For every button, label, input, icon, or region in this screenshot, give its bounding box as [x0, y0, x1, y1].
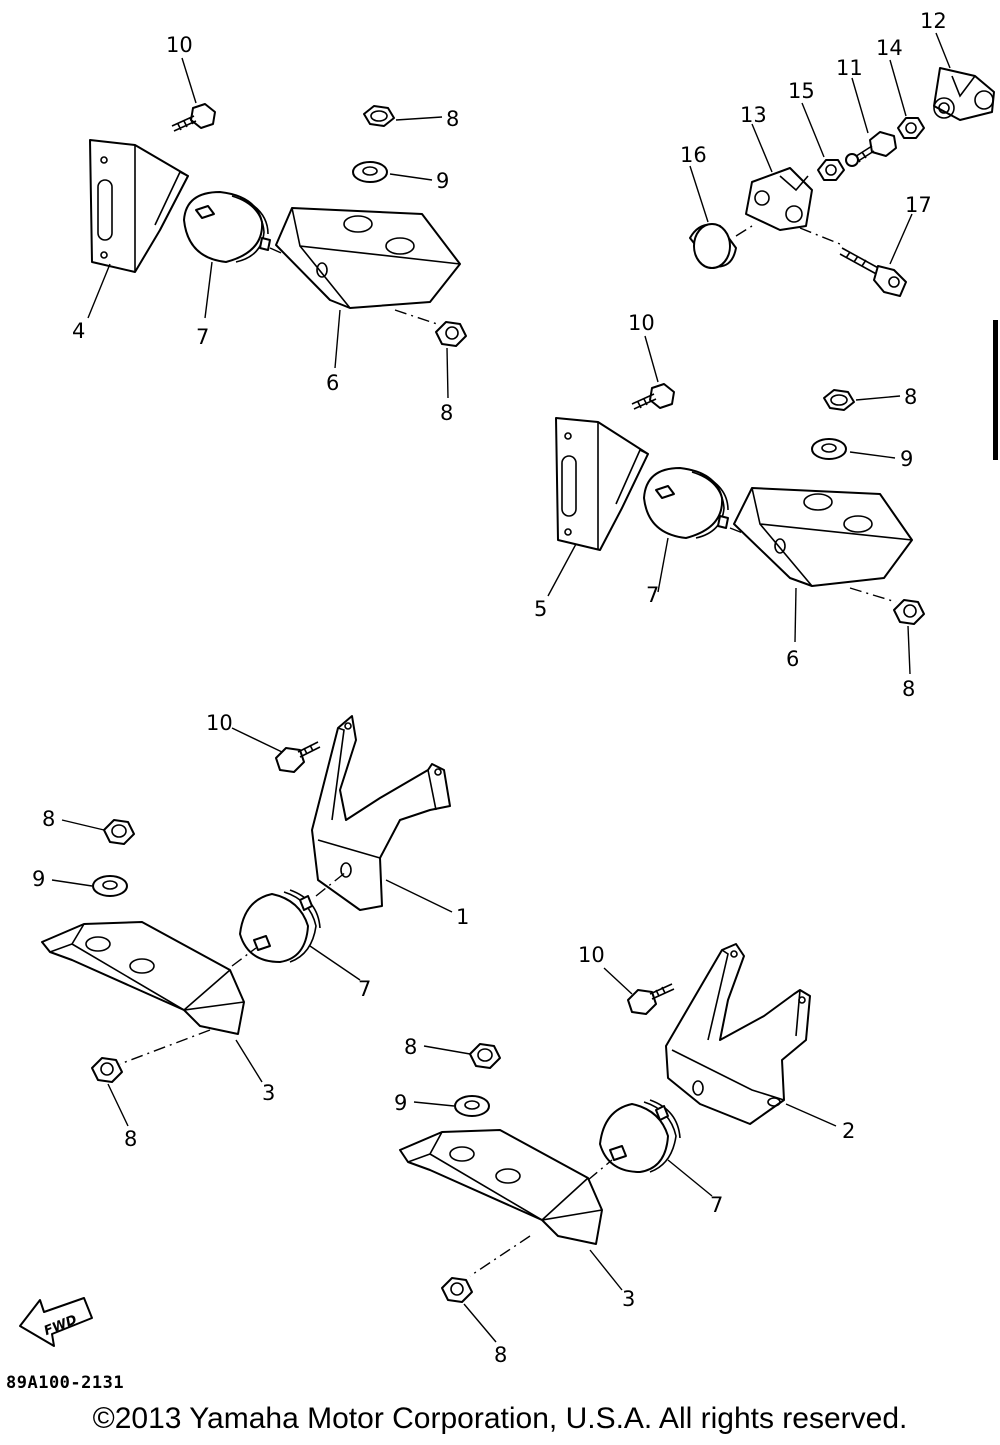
- nut-part: [817, 159, 845, 181]
- callout-label: 16: [680, 143, 707, 167]
- nut-part: [893, 599, 925, 625]
- mount-assembly-bottom-right: [399, 943, 837, 1343]
- callout-label: 8: [904, 385, 917, 409]
- nut-part: [103, 819, 135, 845]
- nut-part: [897, 117, 925, 139]
- bracket-part: [555, 417, 650, 551]
- bracket-part: [275, 207, 461, 309]
- bracket-part: [665, 943, 811, 1125]
- callout-label: 7: [358, 977, 371, 1001]
- callout-label: 14: [876, 36, 903, 60]
- callout-label: 3: [622, 1287, 635, 1311]
- nut-part: [363, 105, 395, 127]
- clevis-part: [933, 67, 995, 121]
- callout-label: 9: [394, 1091, 407, 1115]
- bracket-part: [41, 921, 245, 1035]
- callout-label: 9: [900, 447, 913, 471]
- callout-label: 10: [206, 711, 233, 735]
- callout-label: 8: [494, 1343, 507, 1367]
- callout-label: 8: [446, 107, 459, 131]
- callout-label: 8: [42, 807, 55, 831]
- callout-label: 5: [534, 597, 547, 621]
- callout-label: 7: [646, 583, 659, 607]
- mount-assembly-middle-right: [547, 335, 925, 675]
- bolt-part: [627, 983, 675, 1015]
- diagram-code: 89A100-2131: [6, 1373, 125, 1393]
- bolt-part: [171, 103, 216, 132]
- mount-assembly-bottom-left: [41, 715, 453, 1127]
- mount-assembly-top-left: [87, 57, 467, 399]
- page-edge-mark: [993, 320, 998, 460]
- bushing-part: [689, 223, 737, 269]
- callout-label: 9: [436, 169, 449, 193]
- link-assembly-top-right: [689, 32, 995, 297]
- callout-label: 12: [920, 9, 947, 33]
- callout-label: 6: [326, 371, 339, 395]
- washer-part: [454, 1095, 490, 1117]
- bolt-part: [845, 131, 897, 167]
- washer-part: [352, 161, 388, 183]
- bracket-part: [399, 1129, 603, 1245]
- bracket-part: [733, 487, 913, 587]
- callout-label: 10: [628, 311, 655, 335]
- nut-part: [435, 321, 467, 347]
- bracket-part: [89, 139, 190, 273]
- link-plate-part: [745, 167, 813, 231]
- washer-part: [92, 875, 128, 897]
- rubber-mount-part: [239, 889, 321, 963]
- callout-label: 3: [262, 1081, 275, 1105]
- callout-label: 8: [404, 1035, 417, 1059]
- parts-diagram: FWD 10 8 9 4 7 6 8 12 14 11 15 13 16 17 …: [19, 9, 995, 1367]
- callout-label: 8: [440, 401, 453, 425]
- callout-label: 9: [32, 867, 45, 891]
- callout-label: 4: [72, 319, 85, 343]
- callout-label: 10: [166, 33, 193, 57]
- callout-label: 2: [842, 1119, 855, 1143]
- bolt-part: [275, 741, 321, 773]
- callout-label: 11: [836, 56, 863, 80]
- forward-arrow-icon: FWD: [19, 1297, 93, 1347]
- copyright-notice: ©2013 Yamaha Motor Corporation, U.S.A. A…: [92, 1402, 908, 1435]
- nut-part: [441, 1277, 473, 1303]
- rubber-mount-part: [599, 1099, 681, 1173]
- callout-label: 17: [905, 193, 932, 217]
- callout-label: 8: [124, 1127, 137, 1151]
- nut-part: [823, 389, 855, 411]
- callout-label: 1: [456, 905, 469, 929]
- callout-label: 15: [788, 79, 815, 103]
- nut-part: [91, 1057, 123, 1083]
- callout-labels: 10 8 9 4 7 6 8 12 14 11 15 13 16 17 10 8…: [32, 9, 947, 1367]
- bolt-part: [631, 383, 675, 410]
- nut-part: [469, 1043, 501, 1069]
- bracket-part: [311, 715, 451, 911]
- callout-label: 7: [196, 325, 209, 349]
- callout-label: 6: [786, 647, 799, 671]
- callout-label: 7: [710, 1193, 723, 1217]
- callout-label: 10: [578, 943, 605, 967]
- callout-label: 8: [902, 677, 915, 701]
- rubber-mount-part: [183, 191, 271, 263]
- callout-label: 13: [740, 103, 767, 127]
- washer-part: [811, 438, 847, 460]
- rubber-mount-part: [643, 467, 729, 539]
- bolt-part: [839, 247, 907, 297]
